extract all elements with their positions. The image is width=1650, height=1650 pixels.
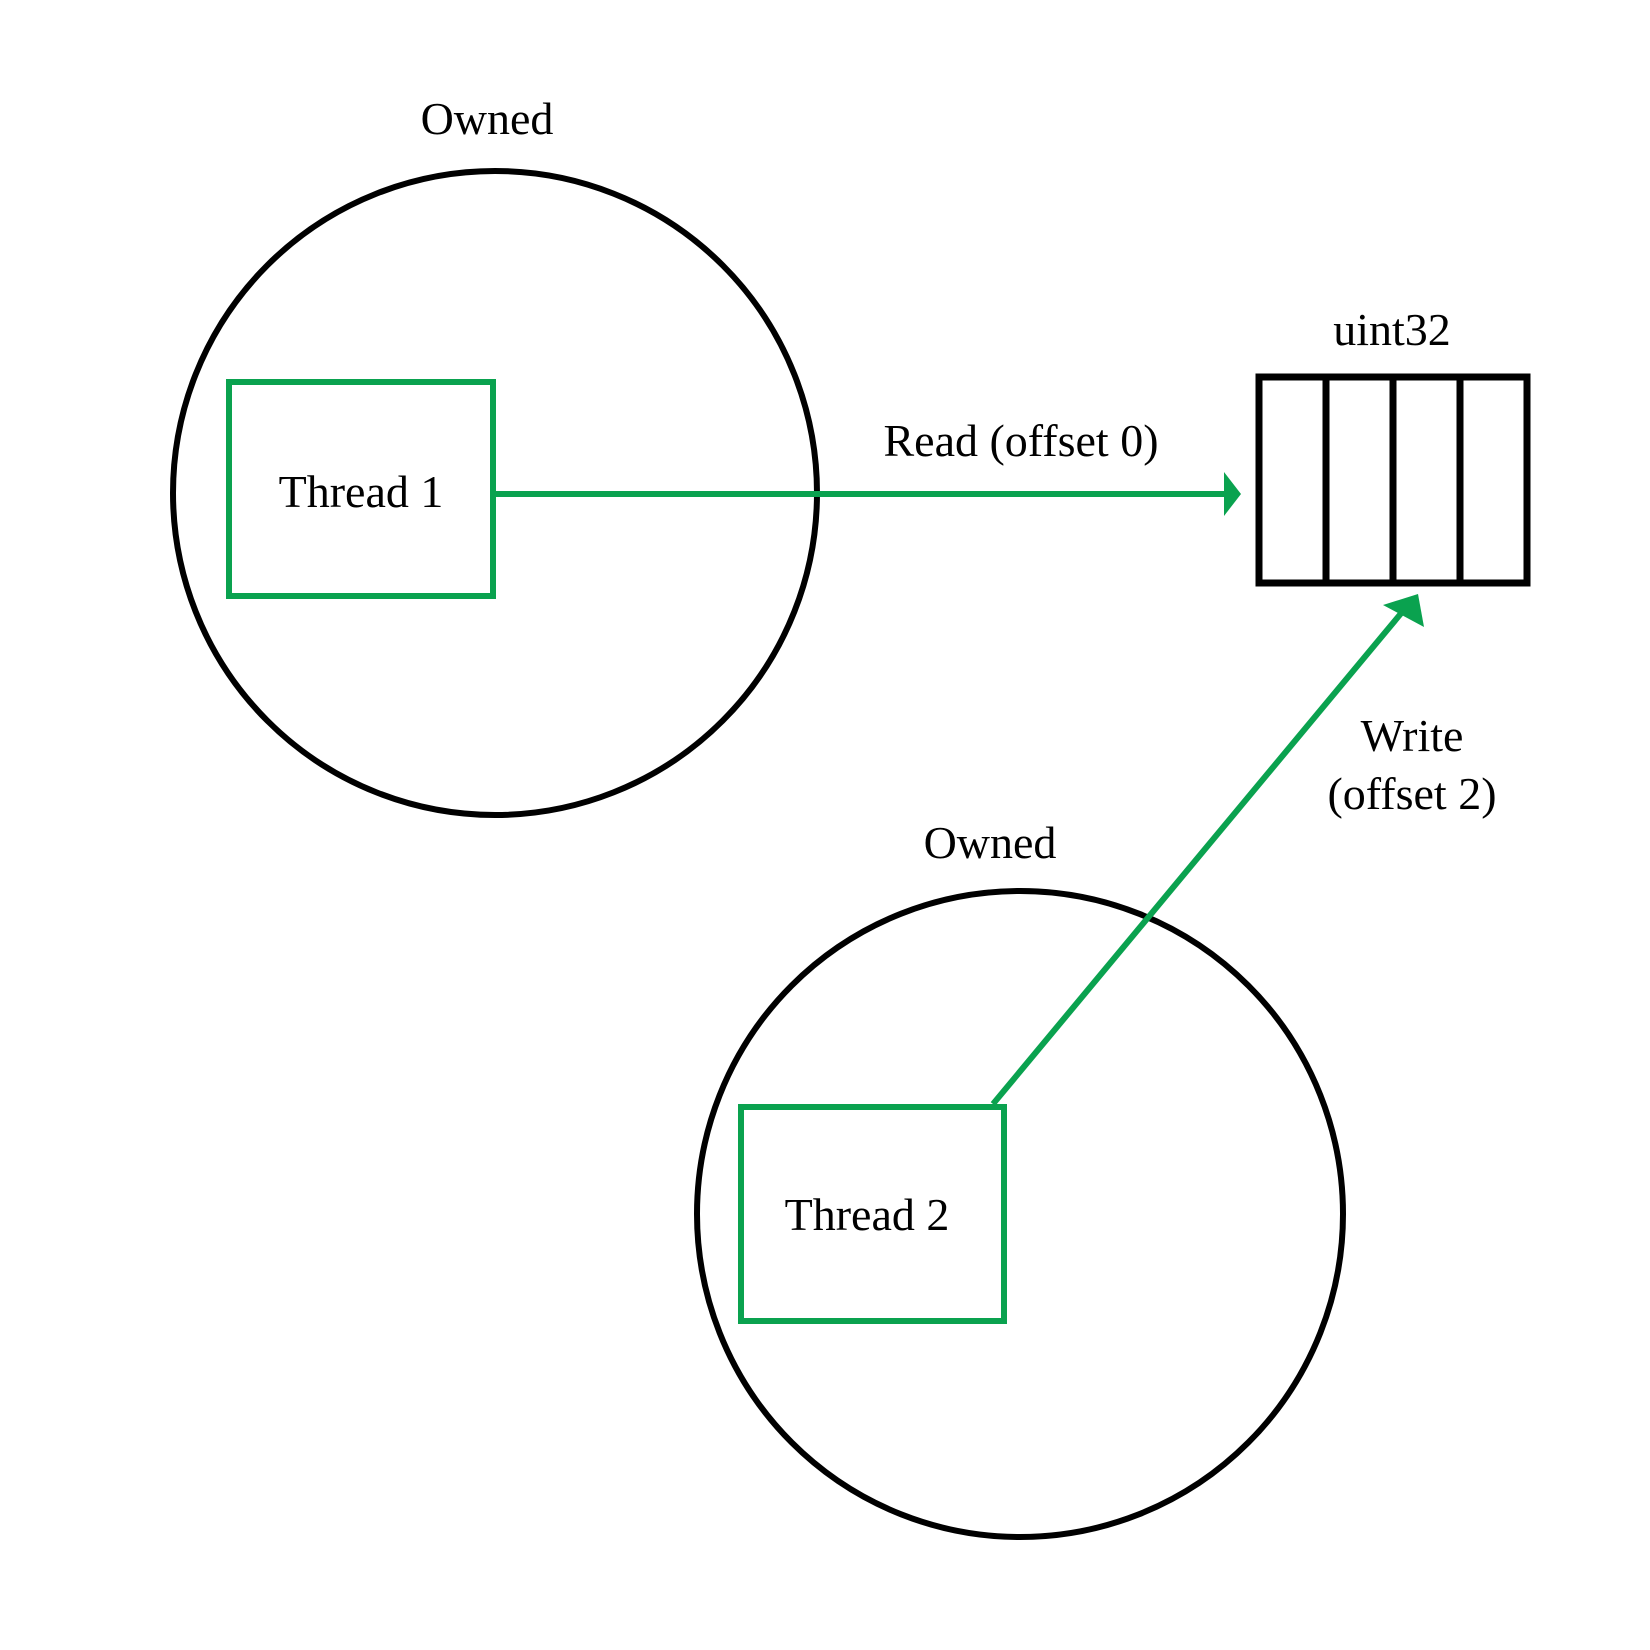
write-arrowhead	[1383, 594, 1424, 627]
uint32-word: uint32	[1255, 304, 1531, 587]
owned-region-1-label: Owned	[421, 93, 554, 144]
owned-region-2-label: Owned	[924, 817, 1057, 868]
owned-region-2-circle	[694, 888, 1346, 1540]
read-arrowhead	[1224, 472, 1241, 516]
read-edge-label: Read (offset 0)	[883, 415, 1158, 466]
read-edge: Read (offset 0)	[493, 415, 1241, 516]
write-edge-label-line1: Write	[1361, 710, 1464, 761]
write-edge-line	[990, 609, 1406, 1106]
thread-1-node: Thread 1	[226, 379, 496, 599]
write-edge-label-line2: (offset 2)	[1327, 768, 1496, 819]
thread-2-box	[738, 1104, 1007, 1324]
owned-region-2: Owned	[694, 817, 1346, 1540]
thread-1-box	[226, 379, 496, 599]
thread-1-label: Thread 1	[279, 466, 444, 517]
write-edge: Write (offset 2)	[990, 594, 1497, 1106]
thread-2-node: Thread 2	[738, 1104, 1007, 1324]
thread-2-label: Thread 2	[785, 1189, 950, 1240]
uint32-label: uint32	[1333, 304, 1451, 355]
